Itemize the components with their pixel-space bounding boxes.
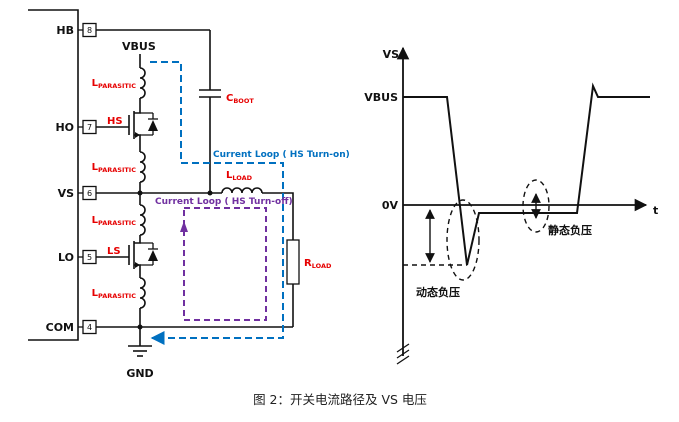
ic-pin-block [28,9,79,341]
pin-ho-number: 7 [87,123,92,132]
pin-com-label: COM [46,321,74,334]
parasitic-inductor-2: LPARASITIC [92,151,146,193]
rload-resistor: RLOAD [286,239,332,327]
pin-vs: VS 6 [58,185,97,201]
lparasitic-label-3: LPARASITIC [92,215,137,227]
waveform-zero-label: 0V [382,199,399,212]
pin-hb-number: 8 [87,26,92,35]
hs-turn-off-loop: Current Loop ( HS Turn-off) [155,197,293,321]
lparasitic-label-1: LPARASITIC [92,78,137,90]
lparasitic-label-4: LPARASITIC [92,288,137,300]
vbus-label: VBUS [122,40,156,53]
hs-turn-on-loop: Current Loop ( HS Turn-on) [150,61,350,345]
pin-lo-number: 5 [87,253,92,262]
parasitic-inductor-4: LPARASITIC [92,277,146,327]
pin-vs-number: 6 [87,189,92,198]
hs-turn-off-arrow [180,221,188,232]
waveform-vbus-label: VBUS [364,91,398,104]
lload-label: LLOAD [226,170,253,182]
rload-label: RLOAD [304,258,332,270]
pin-hb: HB 8 [56,22,97,38]
waveform-t-label: t [653,204,658,217]
ls-label: LS [107,246,121,257]
ground-symbol: GND [126,327,154,380]
parasitic-inductor-3: LPARASITIC [92,193,146,236]
dynamic-negative-annotation: 动态负压 [416,199,480,299]
pin-com: COM 4 [46,319,97,335]
waveform-axes: VS VBUS 0V t [364,46,658,365]
hs-mosfet: HS [96,98,158,152]
lparasitic-label-2: LPARASITIC [92,162,137,174]
vs-node-wire [96,190,222,196]
pin-com-number: 4 [87,323,92,332]
waveform-y-label: VS [383,48,400,61]
figure-caption: 图 2：开关电流路径及 VS 电压 [253,392,427,407]
pin-ho-label: HO [55,121,74,134]
cboot-label: CBOOT [226,93,254,105]
static-negative-annotation: 静态负压 [522,179,592,237]
cboot-capacitor: CBOOT [199,30,254,193]
dynamic-ellipse [446,199,480,281]
static-negative-label: 静态负压 [548,223,592,237]
pin-hb-label: HB [56,24,74,37]
gnd-label: GND [126,367,153,380]
pin-vs-label: VS [58,187,75,200]
pin-lo-label: LO [58,251,74,264]
ls-mosfet: LS [96,235,158,278]
vs-waveform [403,82,650,266]
parasitic-inductor-1: LPARASITIC [92,67,146,99]
pin-ho: HO 7 [55,119,97,135]
hs-label: HS [107,116,123,127]
dynamic-negative-label: 动态负压 [416,285,460,299]
vbus-rail: VBUS [122,40,156,68]
hs-turn-off-loop-label: Current Loop ( HS Turn-off) [155,197,293,207]
lload-inductor: LLOAD [221,170,294,240]
pin-lo: LO 5 [58,249,97,265]
static-ellipse [522,179,550,233]
hs-turn-on-loop-label: Current Loop ( HS Turn-on) [213,150,350,160]
com-wire [96,324,293,330]
